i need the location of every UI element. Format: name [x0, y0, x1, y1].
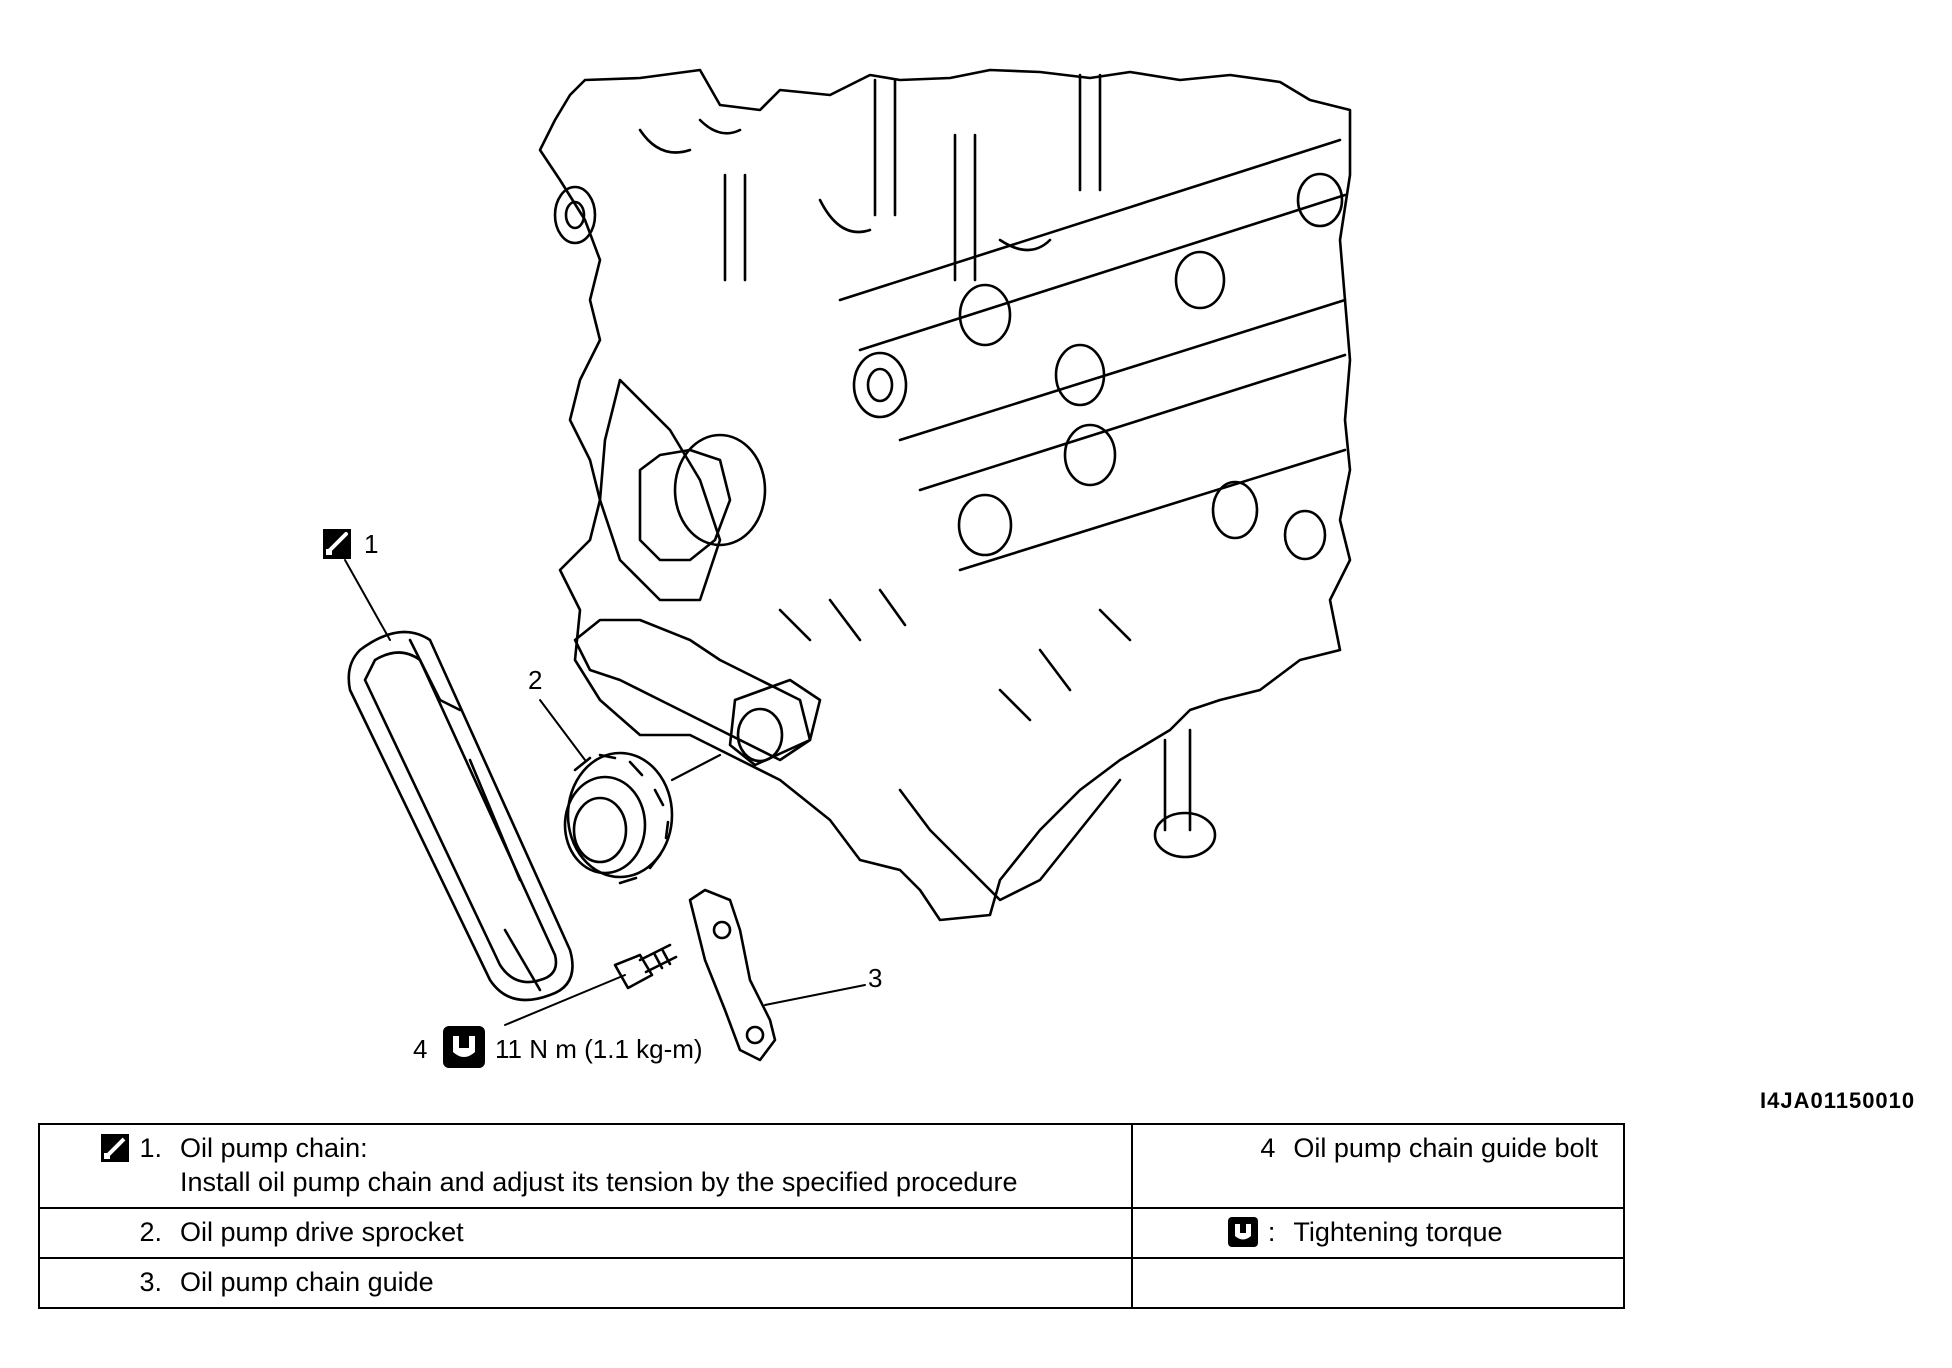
callout-1: 1	[364, 529, 379, 559]
engine-illustration	[323, 68, 1352, 1068]
legend-cell-empty	[1131, 1257, 1625, 1309]
legend-item2-number: 2.	[139, 1217, 162, 1247]
engine-block	[538, 68, 1352, 922]
legend-cell-item4: 4 Oil pump chain guide bolt	[1131, 1123, 1625, 1209]
torque-spec-label: 11 N m (1.1 kg-m)	[495, 1034, 703, 1064]
legend-item2-label: Oil pump drive sprocket	[180, 1217, 464, 1247]
oil-pump-drive-sprocket	[563, 751, 722, 885]
legend-item4-label: Oil pump chain guide bolt	[1293, 1133, 1599, 1163]
oil-pump-chain-guide-bolt	[613, 943, 678, 990]
legend-item4-number: 4	[1260, 1133, 1276, 1163]
exploded-view-diagram: 1 2 3 4 11 N m (1.1 kg-m)	[323, 68, 1352, 1068]
legend-cell-item2: 2. Oil pump drive sprocket	[37, 1207, 1134, 1259]
torque-wrench-icon	[1227, 1217, 1258, 1247]
legend-cell-torque-key: : Tightening torque	[1131, 1207, 1625, 1259]
lubricate-icon	[101, 1134, 130, 1162]
callout-4: 4	[413, 1034, 428, 1064]
legend-item1-number: 1.	[139, 1133, 162, 1163]
lubricate-icon	[323, 529, 351, 559]
oil-pump-chain	[347, 630, 574, 1002]
legend-item1-note: Install oil pump chain and adjust its te…	[180, 1167, 1018, 1197]
figure-reference-code: I4JA01150010	[1760, 1088, 1916, 1113]
legend-table: 1. Oil pump chain: Install oil pump chai…	[37, 1123, 1625, 1309]
leader-lines	[344, 559, 866, 1026]
legend-item1-title: Oil pump chain:	[180, 1133, 368, 1163]
legend-item3-number: 3.	[139, 1267, 162, 1297]
legend-cell-item3: 3. Oil pump chain guide	[37, 1257, 1134, 1309]
legend-cell-item1: 1. Oil pump chain: Install oil pump chai…	[37, 1123, 1134, 1209]
oil-pump-chain-guide	[688, 888, 777, 1062]
table-row: 1. Oil pump chain: Install oil pump chai…	[37, 1123, 1625, 1209]
torque-key-separator: :	[1267, 1217, 1276, 1247]
callout-3: 3	[868, 963, 883, 993]
legend-item3-label: Oil pump chain guide	[180, 1267, 434, 1297]
torque-wrench-icon	[443, 1026, 485, 1068]
callout-2: 2	[528, 665, 543, 695]
table-row: 2. Oil pump drive sprocket : Tightening …	[37, 1207, 1625, 1259]
torque-key-label: Tightening torque	[1293, 1217, 1503, 1247]
table-row: 3. Oil pump chain guide	[37, 1257, 1625, 1309]
